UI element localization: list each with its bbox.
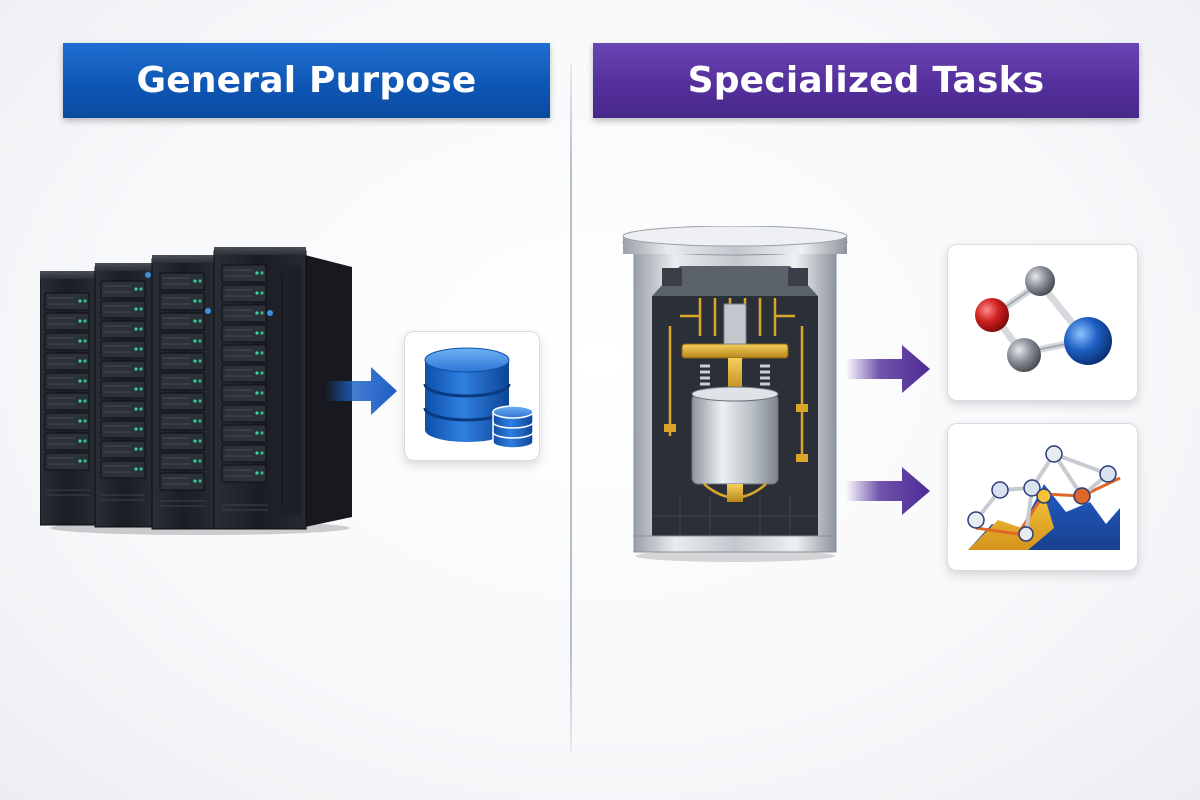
specialized-tasks-header: Specialized Tasks [593,43,1139,118]
general-purpose-title: General Purpose [136,60,477,101]
database-card [404,331,540,461]
server-rack-icon [40,247,352,535]
specialized-tasks-title: Specialized Tasks [687,60,1045,101]
right-arrow-icon [846,467,930,515]
right-arrow-icon [846,345,930,393]
section-divider [570,63,572,751]
molecule-icon [975,266,1112,372]
right-arrow-icon [325,367,397,415]
analytics-card [947,423,1138,571]
quantum-computer-icon [622,226,848,562]
network-chart-icon [967,445,1121,550]
database-icon [423,347,534,449]
molecule-card [947,244,1138,401]
general-purpose-header: General Purpose [63,43,550,118]
